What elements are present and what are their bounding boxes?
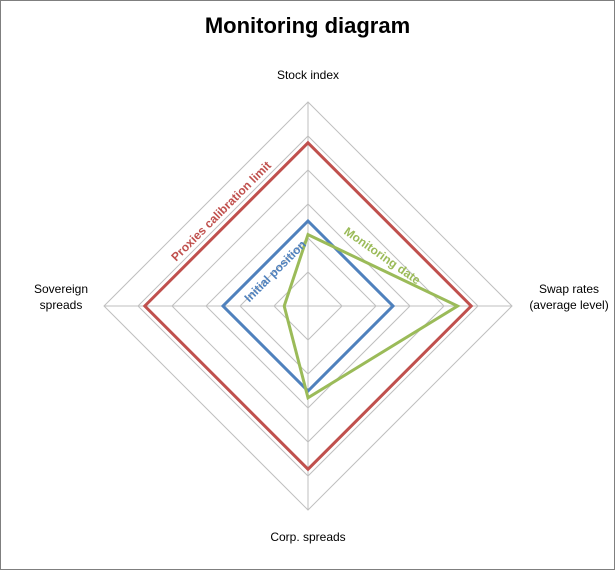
- series-layer: [142, 140, 474, 472]
- series-label-initial-position: Initial position: [241, 237, 308, 304]
- series-label-proxies-calibration-limit: Proxies calibration limit: [168, 158, 274, 264]
- axis-label-2-line-1: Swap rates: [539, 282, 599, 296]
- chart-title: Monitoring diagram: [204, 13, 411, 38]
- axis-label-3: Corp. spreads: [270, 530, 345, 544]
- series-monitoring-date: [282, 232, 461, 401]
- axis-label-4-line-2: spreads: [40, 298, 83, 312]
- series-initial-position: [220, 218, 396, 394]
- axis-label-1: Stock index: [277, 68, 339, 82]
- axis-label-2-line-2: (average level): [529, 298, 608, 312]
- series-proxies-calibration-limit: [142, 140, 474, 472]
- axis-label-4-line-1: Sovereign: [34, 282, 88, 296]
- grid-layer: [103, 101, 513, 511]
